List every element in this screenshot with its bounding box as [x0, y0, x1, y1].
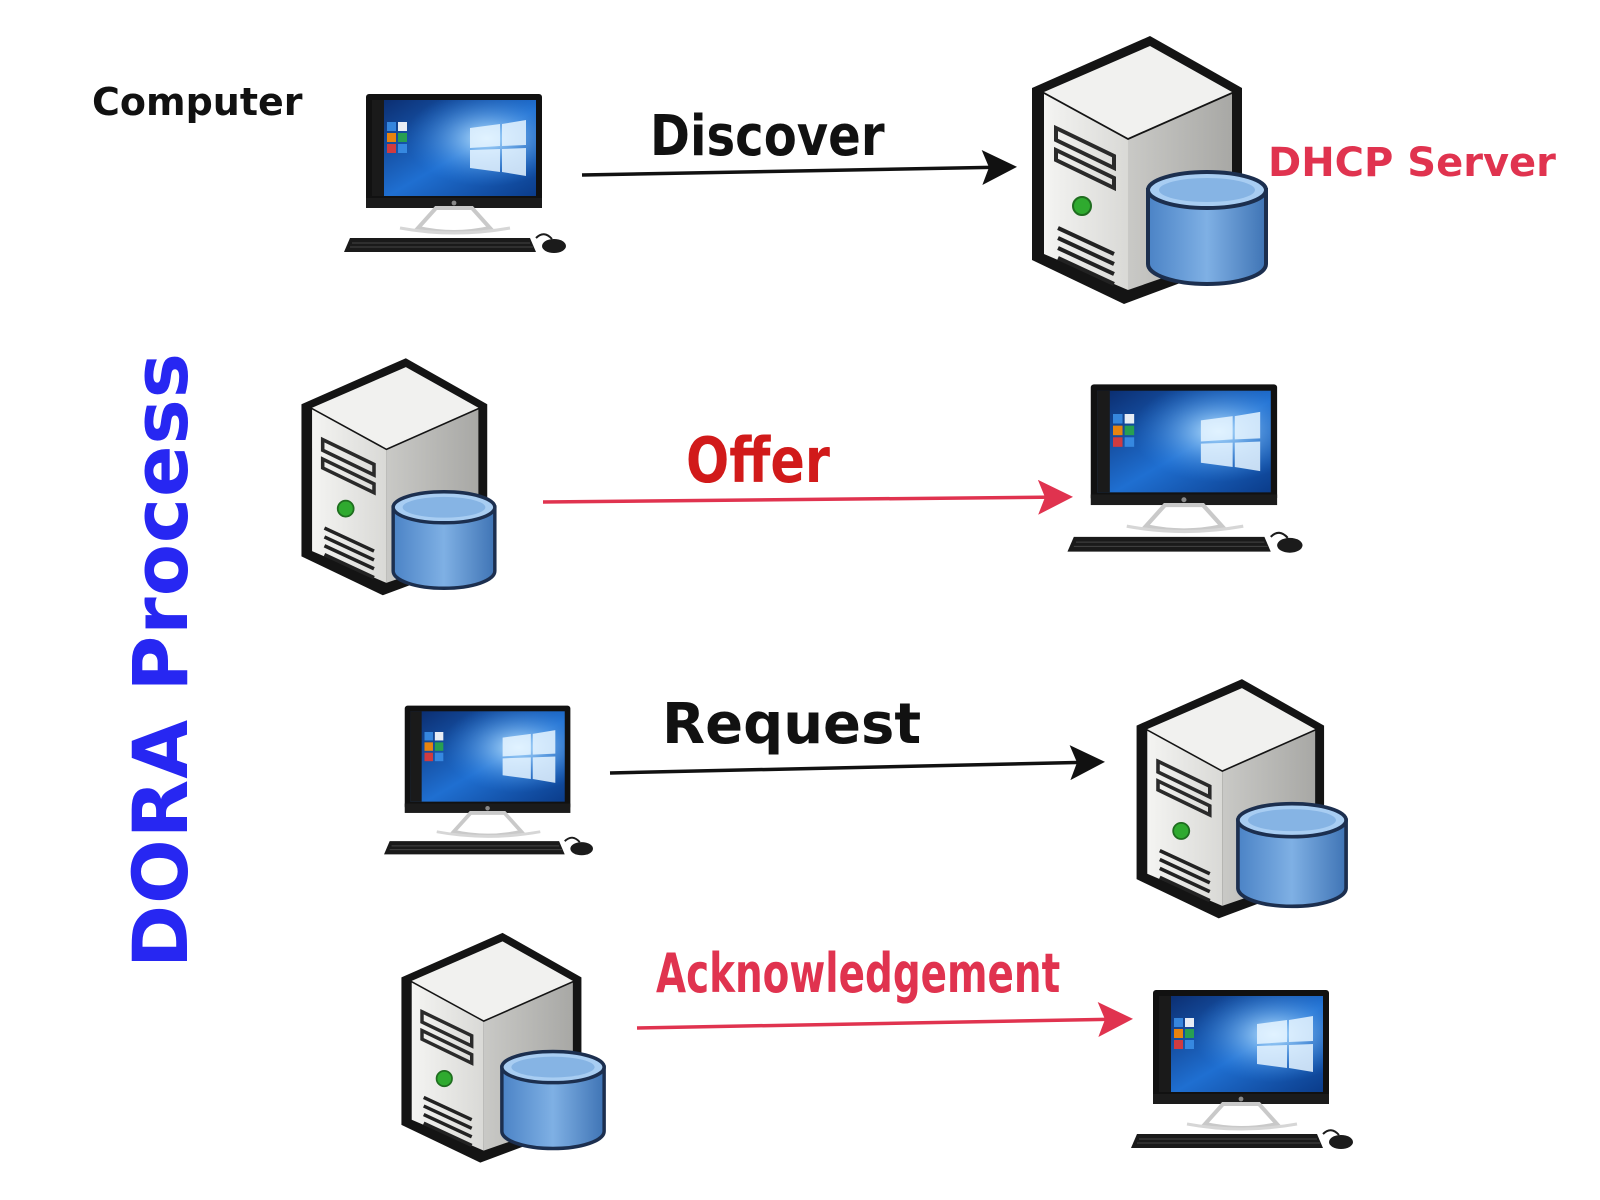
- dhcp-server-label: DHCP Server: [1268, 140, 1556, 186]
- step-request-label: Request: [662, 692, 922, 757]
- request-arrow: [609, 745, 1105, 781]
- database-icon: [500, 1049, 606, 1151]
- database-icon: [391, 490, 497, 590]
- computer-icon: [1060, 378, 1310, 558]
- discover-arrow: [581, 150, 1017, 186]
- step-offer-label: Offer: [686, 424, 830, 497]
- database-icon: [1146, 170, 1268, 286]
- acknowledgement-arrow: [636, 1002, 1133, 1038]
- offer-arrow: [542, 479, 1073, 515]
- computer-icon: [1124, 984, 1360, 1154]
- step-acknowledgement-label: Acknowledgement: [656, 942, 1061, 1005]
- database-icon: [1236, 801, 1348, 909]
- step-discover-label: Discover: [650, 104, 885, 169]
- computer-label: Computer: [92, 80, 303, 124]
- computer-icon: [382, 703, 595, 858]
